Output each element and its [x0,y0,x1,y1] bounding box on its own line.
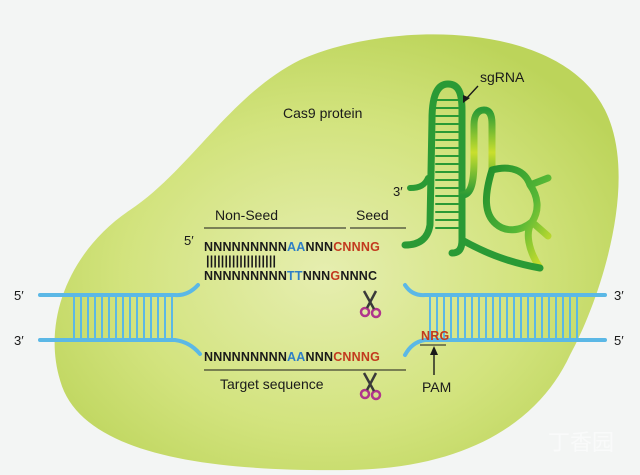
left-top-5prime: 5′ [14,288,24,303]
target-sequence-label: Target sequence [220,376,324,392]
right-top-3prime: 3′ [614,288,624,303]
guide-sequence: NNNNNNNNNAANNNCNNNG [204,240,380,254]
guide-5prime: 5′ [184,233,194,248]
pam-arrowhead [430,346,438,355]
sgrna-arrow [465,85,479,100]
scissors-icon [359,372,382,401]
sgrna-label: sgRNA [480,69,525,85]
pam-label: PAM [422,379,451,395]
left-bottom-3prime: 3′ [14,333,24,348]
seed-label: Seed [356,207,389,223]
base-pair-bonds: ||||||||||||||||||| [206,254,276,268]
cas9-label: Cas9 protein [283,105,362,121]
sgrna-structure [401,80,552,272]
scissors-icon [359,290,382,319]
non-seed-label: Non-Seed [215,207,278,223]
sgrna-arrowhead [463,95,470,103]
target-strand-sequence: NNNNNNNNNTTNNNGNNNC [204,269,377,283]
right-bottom-5prime: 5′ [614,333,624,348]
dna-right-duplex [403,283,607,357]
watermark: 丁香园 [548,431,614,456]
dna-left-duplex [38,283,202,356]
sgrna-3prime: 3′ [393,184,403,199]
non-target-strand-sequence: NNNNNNNNNAANNNCNNNG [204,350,380,364]
pam-sequence: NRG [421,329,449,343]
cas9-protein-blob [54,34,619,471]
